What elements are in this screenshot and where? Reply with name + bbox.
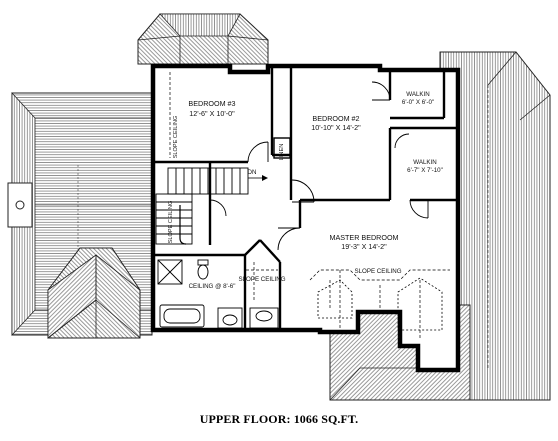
stairs	[155, 167, 268, 245]
doors	[209, 81, 429, 251]
master-size: 19'-3" X 14'-2"	[341, 242, 387, 251]
bedroom2-name: BEDROOM #2	[312, 114, 359, 123]
walkin1-name: WALKIN	[406, 91, 430, 98]
exterior-walls	[150, 63, 461, 373]
master-name: MASTER BEDROOM	[329, 233, 398, 242]
master-bay	[317, 277, 443, 331]
slope-ceiling-bed3: SLOPE CEILING	[173, 116, 179, 159]
slope-ceiling-master: SLOPE CEILING	[354, 268, 401, 275]
walkin1-size: 6'-0" X 6'-0"	[402, 99, 434, 106]
walkin2-size: 6'-7" X 7'-10"	[407, 167, 443, 174]
room-labels: BEDROOM #3 12'-6" X 10'-0" BEDROOM #2 10…	[168, 91, 443, 290]
slope-ceiling-hall: SLOPE CEILING	[238, 276, 285, 283]
bathroom-fixtures	[157, 259, 279, 329]
slope-ceiling-stair: SLOPE CEILING	[168, 201, 174, 244]
bath-ceiling-note: CEILING @ 8'-6"	[189, 283, 236, 290]
dn-label: DN	[248, 169, 257, 176]
bedroom3-name: BEDROOM #3	[188, 99, 235, 108]
linen-label: LINEN	[279, 144, 285, 160]
interior-walls	[153, 68, 456, 330]
walkin2-name: WALKIN	[413, 159, 437, 166]
bedroom2-size: 10'-10" X 14'-2"	[311, 123, 361, 132]
top-bay-roof	[137, 13, 269, 65]
bedroom3-size: 12'-6" X 10'-0"	[189, 109, 235, 118]
floor-area-caption: UPPER FLOOR: 1066 SQ.FT.	[199, 412, 359, 426]
left-bay-roof	[47, 247, 141, 339]
toilet	[197, 264, 209, 280]
